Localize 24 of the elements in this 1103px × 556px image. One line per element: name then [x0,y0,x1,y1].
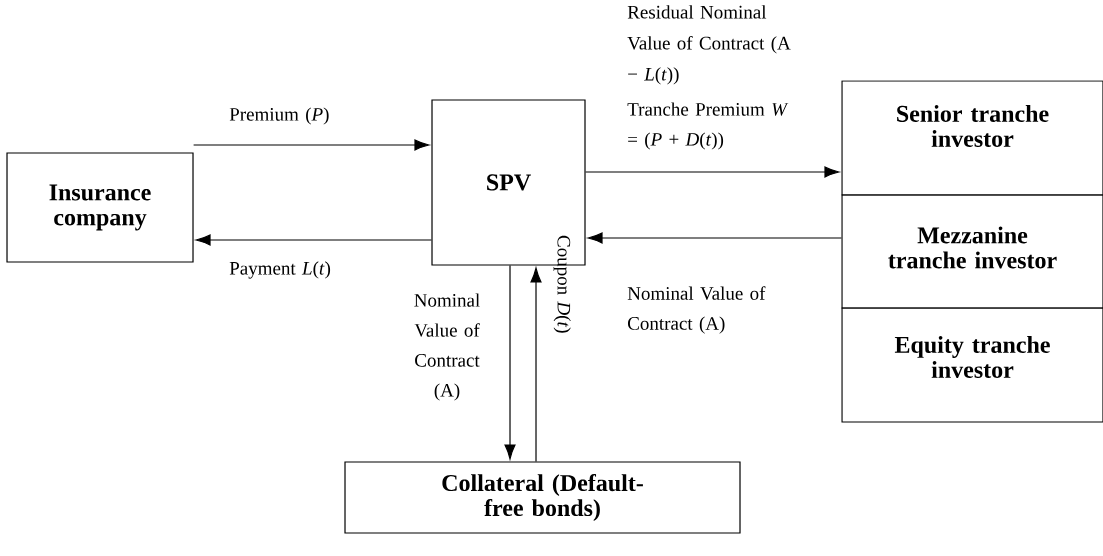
edge-label: Premium (P) [229,107,329,125]
node-label: Collateral (Default-free bonds) [442,474,643,521]
node-label: SPV [487,174,531,191]
edge-label: Tranche Premium W = (P + D(t)) [627,102,789,150]
arrow [585,166,840,178]
arrow [587,232,842,244]
note-text: Residual Nominal Value of Contract (A − L(t)) [627,5,791,85]
arrow [193,139,430,151]
arrow [195,234,432,246]
edge-label: Nominal Value of Contract (A) [414,293,480,401]
process-box [344,461,741,534]
node-label: Senior tranche investor [897,105,1049,147]
node-label: Mezzanine tranche investor [888,226,1057,269]
process-box [841,80,1103,196]
edge-label: Coupon D(t) [553,235,571,333]
arrow [530,267,542,462]
process-box [841,307,1103,423]
process-box [6,152,194,263]
node-label: Equity tranche investor [894,336,1050,378]
edge-label: Payment L(t) [229,261,331,279]
node-label: Insurance company [49,184,151,231]
process-box [841,194,1103,309]
arrow [504,265,516,460]
edge-label: Nominal Value of Contract (A) [627,286,766,334]
